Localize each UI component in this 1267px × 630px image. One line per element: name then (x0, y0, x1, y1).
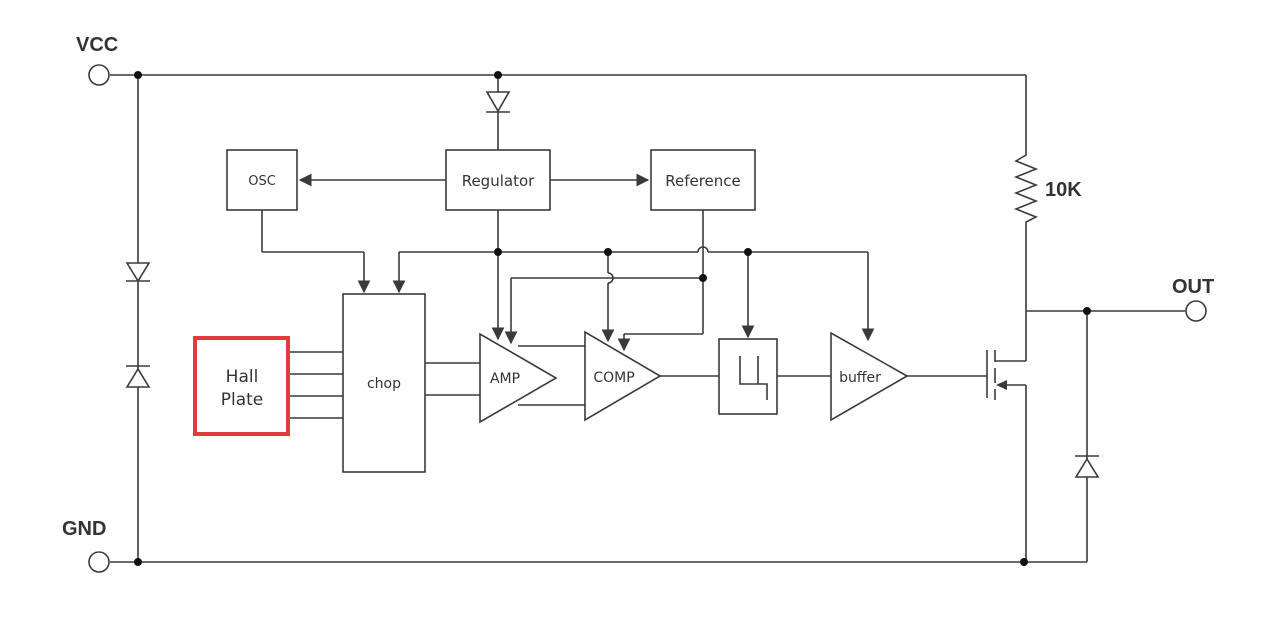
esd-diode-right (1074, 455, 1100, 478)
gnd-pin-label: GND (62, 518, 106, 540)
resistor-value-label: 10K (1045, 179, 1082, 201)
reference-wires (504, 210, 704, 352)
chop-block: chop (342, 293, 426, 473)
vcc-pin-label: VCC (76, 34, 118, 56)
vcc-terminal (88, 64, 110, 86)
osc-to-chop (261, 210, 371, 294)
regulator-label: Regulator (462, 172, 535, 190)
out-pin-label: OUT (1172, 276, 1214, 298)
regulator-block: Regulator (445, 149, 551, 211)
chop-to-amp-wires (425, 362, 480, 396)
reference-label: Reference (665, 172, 741, 190)
amp-block: AMP (479, 332, 558, 424)
hall-plate-label-line1: Hall (226, 367, 259, 387)
output-mosfet (986, 311, 1027, 562)
hall-to-chop-wires (290, 351, 343, 419)
out-terminal (1185, 300, 1207, 322)
junction-dots (134, 71, 1091, 566)
osc-block: OSC (226, 149, 298, 211)
reference-block: Reference (650, 149, 756, 211)
hysteresis-block (718, 338, 778, 415)
hall-plate-block: Hall Plate (193, 336, 290, 436)
vcc-rail (110, 74, 1027, 148)
pullup-resistor (1013, 148, 1039, 311)
hall-plate-label-line2: Plate (221, 390, 264, 410)
buffer-block: buffer (830, 331, 909, 422)
supply-diode (485, 75, 511, 150)
osc-label: OSC (248, 174, 276, 189)
chop-label: chop (367, 376, 401, 392)
buffer-label: buffer (839, 370, 881, 386)
comp-label: COMP (593, 370, 634, 386)
esd-diodes-left (125, 75, 151, 562)
gnd-terminal (88, 551, 110, 573)
amp-label: AMP (490, 371, 520, 387)
comp-block: COMP (584, 330, 662, 422)
amp-to-comp-wires (518, 345, 585, 406)
out-node-wires (1026, 310, 1185, 562)
hysteresis-icon (739, 356, 768, 400)
bias-bus (392, 210, 875, 343)
